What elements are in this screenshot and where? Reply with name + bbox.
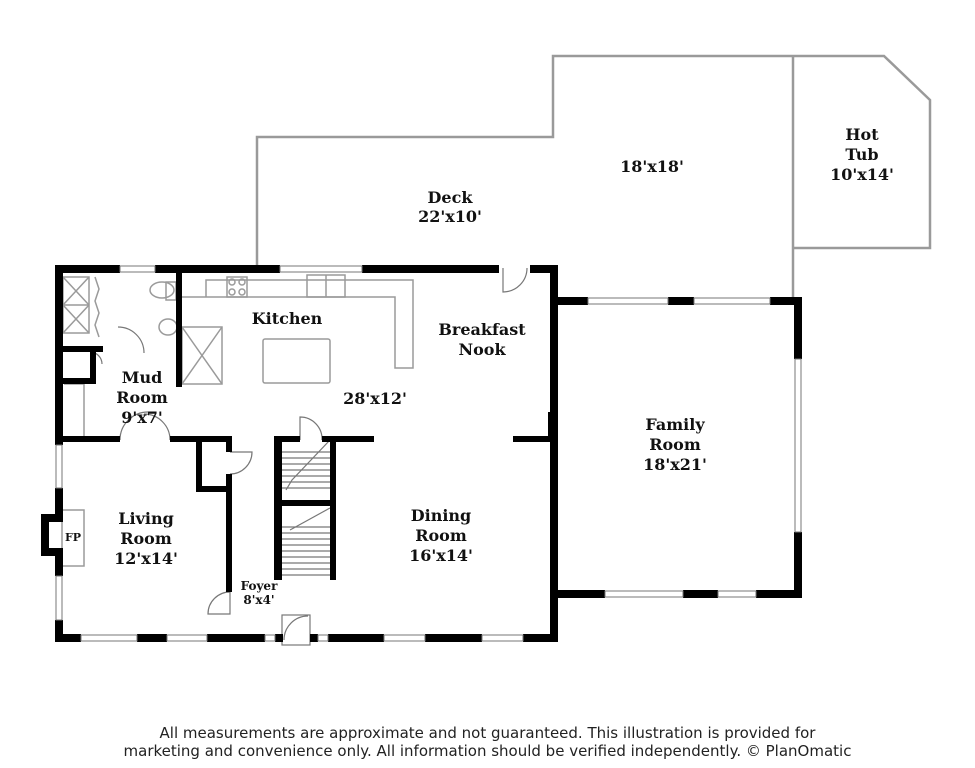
dining-room-name-2: Room	[415, 526, 467, 545]
kitchen-nook-size: 28'x12'	[343, 389, 407, 408]
upper-deck-size: 18'x18'	[620, 157, 684, 176]
disclaimer-line-2: marketing and convenience only. All info…	[123, 742, 852, 760]
family-room-name-1: Family	[645, 415, 705, 434]
hot-tub-name-1: Hot	[845, 125, 879, 144]
mud-room-name-2: Room	[116, 388, 168, 407]
dining-room-name-1: Dining	[411, 506, 471, 525]
deck-outline	[255, 54, 932, 298]
living-room-name-2: Room	[120, 529, 172, 548]
family-room-size: 18'x21'	[643, 455, 707, 474]
family-room-name-2: Room	[649, 435, 701, 454]
foyer-name: Foyer	[241, 579, 278, 593]
mud-room-size: 9'x7'	[121, 408, 163, 427]
breakfast-nook-name-2: Nook	[458, 340, 506, 359]
living-room-name-1: Living	[118, 509, 174, 528]
room-labels: Deck 22'x10' 18'x18' Hot Tub 10'x14' Kit…	[65, 125, 894, 607]
breakfast-nook-name-1: Breakfast	[438, 320, 526, 339]
interior-outline	[61, 274, 414, 567]
deck-size: 22'x10'	[418, 207, 482, 226]
staircase	[282, 439, 331, 576]
living-room-size: 12'x14'	[114, 549, 178, 568]
foyer-size: 8'x4'	[243, 593, 274, 607]
door-swings	[89, 267, 528, 646]
fireplace-label: FP	[65, 531, 81, 544]
kitchen-name: Kitchen	[252, 309, 323, 328]
hot-tub-size: 10'x14'	[830, 165, 894, 184]
deck-name: Deck	[428, 188, 474, 207]
dining-room-size: 16'x14'	[409, 546, 473, 565]
windows	[55, 265, 802, 642]
mud-room-name-1: Mud	[122, 368, 163, 387]
disclaimer: All measurements are approximate and not…	[0, 724, 975, 760]
disclaimer-line-1: All measurements are approximate and not…	[159, 724, 816, 742]
exterior-walls	[41, 265, 802, 642]
hot-tub-name-2: Tub	[845, 145, 878, 164]
